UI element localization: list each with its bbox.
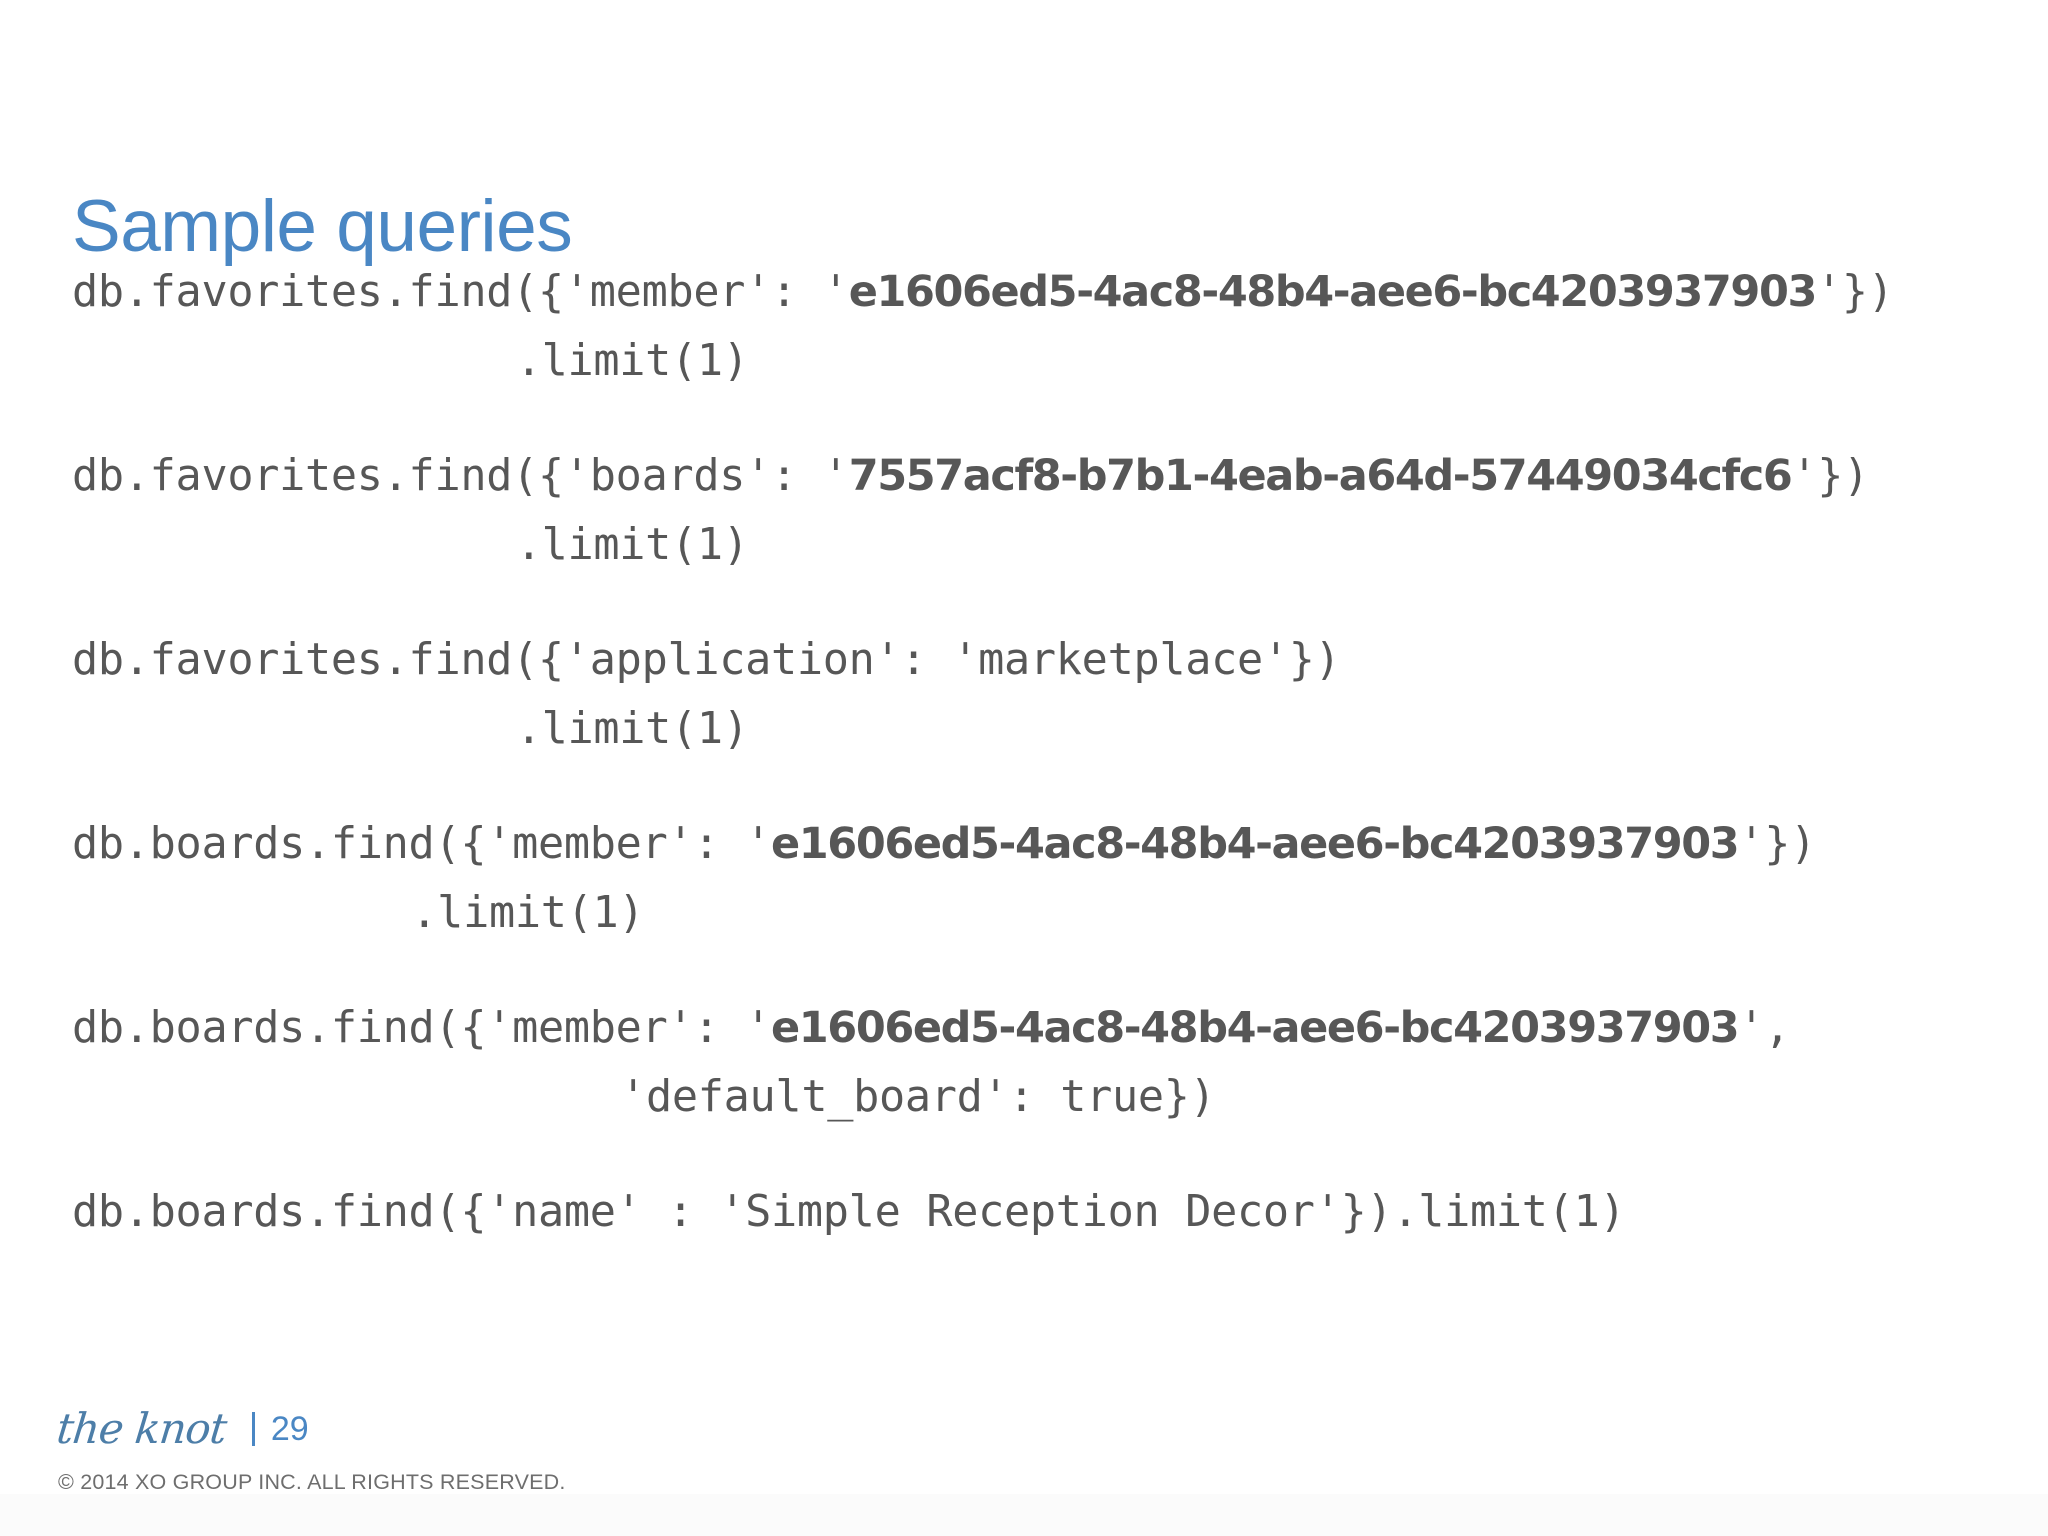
code-token: .limit(1) bbox=[515, 520, 749, 570]
code-token: db.boards.find({'member': ' bbox=[72, 819, 772, 869]
code-line: db.favorites.find({'boards': '7557acf8-b… bbox=[0, 442, 2048, 511]
code-token: '}) bbox=[1791, 451, 1870, 501]
code-line: .limit(1) bbox=[0, 695, 2048, 764]
query-boards-by-member: db.boards.find({'member': 'e1606ed5-4ac8… bbox=[0, 810, 2048, 948]
page-number: 29 bbox=[270, 1410, 309, 1448]
code-value: e1606ed5-4ac8-48b4-aee6-bc4203937903 bbox=[771, 1003, 1740, 1053]
footer-band bbox=[0, 1494, 2048, 1536]
code-value: 7557acf8-b7b1-4eab-a64d-57449034cfc6 bbox=[848, 451, 1793, 501]
brand-lockup: the knot 29 bbox=[54, 1404, 309, 1453]
query-boards-by-member-default-board: db.boards.find({'member': 'e1606ed5-4ac8… bbox=[0, 994, 2048, 1132]
code-token: .limit(1) bbox=[515, 336, 749, 386]
query-boards-by-name: db.boards.find({'name' : 'Simple Recepti… bbox=[0, 1178, 2048, 1247]
slide-footer: the knot 29 © 2014 XO GROUP INC. ALL RIG… bbox=[0, 1398, 2048, 1536]
code-block: db.favorites.find({'member': 'e1606ed5-4… bbox=[0, 258, 2048, 1247]
code-token: '}) bbox=[1738, 819, 1816, 869]
code-line: .limit(1) bbox=[0, 879, 2048, 948]
footer-divider-icon bbox=[251, 1412, 255, 1446]
code-line: db.favorites.find({'application': 'marke… bbox=[0, 626, 2048, 695]
code-token: db.boards.find({'name' : 'Simple Recepti… bbox=[72, 1187, 1626, 1237]
code-line: .limit(1) bbox=[0, 327, 2048, 396]
code-line: db.boards.find({'member': 'e1606ed5-4ac8… bbox=[0, 810, 2048, 879]
code-token: db.favorites.find({'boards': ' bbox=[72, 451, 849, 501]
page-title: Sample queries bbox=[72, 185, 573, 267]
code-line: .limit(1) bbox=[0, 511, 2048, 580]
the-knot-logo: the knot bbox=[54, 1404, 229, 1453]
code-line: 'default_board': true}) bbox=[0, 1063, 2048, 1132]
code-token: db.favorites.find({'application': 'marke… bbox=[72, 635, 1341, 685]
query-favorites-by-boards: db.favorites.find({'boards': '7557acf8-b… bbox=[0, 442, 2048, 580]
code-token: '}) bbox=[1816, 267, 1894, 317]
code-token: db.favorites.find({'member': ' bbox=[72, 267, 849, 317]
code-token: db.boards.find({'member': ' bbox=[72, 1003, 772, 1053]
query-favorites-by-application: db.favorites.find({'application': 'marke… bbox=[0, 626, 2048, 764]
code-value: e1606ed5-4ac8-48b4-aee6-bc4203937903 bbox=[771, 819, 1740, 869]
code-value: e1606ed5-4ac8-48b4-aee6-bc4203937903 bbox=[848, 267, 1818, 317]
code-token: ', bbox=[1738, 1003, 1791, 1053]
copyright-notice: © 2014 XO GROUP INC. ALL RIGHTS RESERVED… bbox=[58, 1470, 566, 1494]
code-line: db.boards.find({'member': 'e1606ed5-4ac8… bbox=[0, 994, 2048, 1063]
code-token: .limit(1) bbox=[411, 888, 645, 938]
code-line: db.favorites.find({'member': 'e1606ed5-4… bbox=[0, 258, 2048, 327]
code-token: 'default_board': true}) bbox=[620, 1072, 1216, 1122]
query-favorites-by-member: db.favorites.find({'member': 'e1606ed5-4… bbox=[0, 258, 2048, 396]
code-line: db.boards.find({'name' : 'Simple Recepti… bbox=[0, 1178, 2048, 1247]
code-token: .limit(1) bbox=[515, 704, 749, 754]
